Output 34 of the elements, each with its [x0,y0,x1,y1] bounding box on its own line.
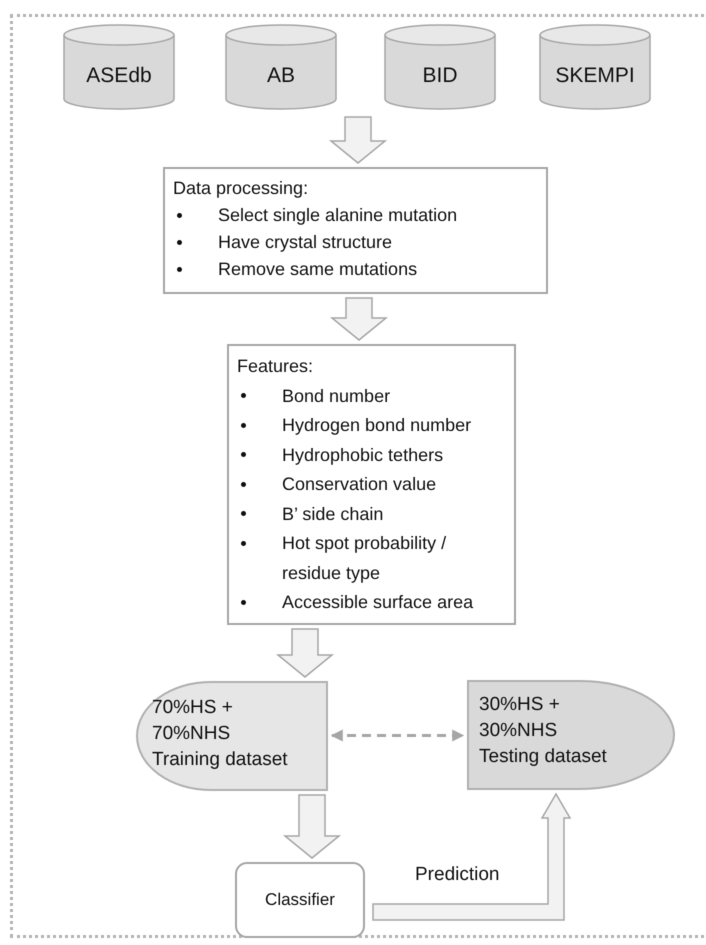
dataset-shape [467,680,675,790]
block-arrow [372,792,572,921]
database-cylinder [384,24,496,110]
bullet-item: Have crystal structure [173,229,538,256]
node-label: 70%HS + 70%NHS Training dataset [152,696,289,772]
process-box [235,862,365,938]
dataset-shape [136,681,328,791]
bullet-item: Accessible surface area [237,588,506,618]
bullet-item: Hydrogen bond number [237,411,506,440]
bullet-item: Hot spot probability / residue type [237,529,506,588]
block-arrow [276,628,334,678]
bullet-item: Select single alanine mutation [173,202,538,229]
database-label: ASEdb [86,64,152,88]
database-cylinder [63,24,175,110]
bullet-item: Bond number [237,382,506,411]
block-arrow [330,297,388,341]
bullet-item: Conservation value [237,470,506,500]
block-arrow [328,116,388,164]
bullet-item: Remove same mutations [173,256,538,283]
database-label: AB [266,64,295,88]
database-label: BID [422,64,458,88]
node-label: 30%HS + 30%NHS Testing dataset [479,693,608,769]
process-box [163,167,548,294]
block-arrow [282,794,342,859]
database-cylinder [225,24,337,110]
node-label: Classifier [265,890,335,910]
dashed-arrow [330,730,464,742]
database-label: SKEMPI [555,64,635,88]
bullet-item: Hydrophobic tethers [237,440,506,470]
process-box [227,344,516,625]
bullet-item: B’ side chain [237,500,506,529]
box-heading: Data processing: [173,177,310,200]
database-cylinder [539,24,651,110]
box-heading: Features: [237,355,314,378]
